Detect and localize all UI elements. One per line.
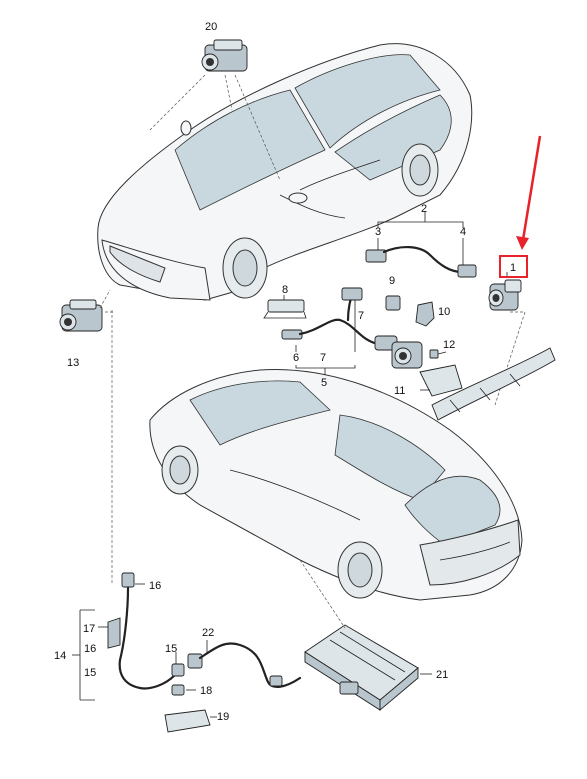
label-13: 13	[67, 357, 79, 369]
label-7-upper: 7	[358, 310, 364, 322]
label-19: 19	[217, 711, 229, 723]
part-15-connector	[171, 652, 185, 677]
label-2: 2	[421, 203, 427, 215]
part-1-highlight-box	[499, 255, 528, 278]
label-10: 10	[438, 306, 450, 318]
part-5-cable-assembly	[263, 287, 398, 375]
label-9: 9	[389, 275, 395, 287]
part-9-clip	[385, 295, 401, 311]
part-12-screw	[429, 349, 447, 359]
red-arrowhead-icon	[516, 236, 529, 250]
part-10-clip	[415, 301, 435, 327]
label-14: 14	[54, 650, 66, 662]
part-11-bracket-with-camera	[391, 341, 463, 397]
label-7-lower: 7	[320, 352, 326, 364]
label-12: 12	[443, 339, 455, 351]
label-3: 3	[375, 226, 381, 238]
label-8: 8	[282, 284, 288, 296]
part-17-bracket	[98, 617, 121, 649]
part-16-connector	[111, 310, 177, 690]
label-15-lower: 15	[84, 667, 96, 679]
label-4: 4	[460, 226, 466, 238]
label-1: 1	[510, 262, 516, 274]
part-18-clip	[171, 684, 196, 696]
part-19-holder	[164, 709, 217, 733]
part-14-bracket-lines	[72, 609, 95, 701]
car-front-view	[97, 43, 473, 301]
label-5: 5	[321, 377, 327, 389]
label-6: 6	[293, 352, 299, 364]
part-13-camera	[59, 289, 115, 332]
label-16-upper: 16	[149, 580, 161, 592]
car-rear-view	[149, 368, 523, 601]
label-17: 17	[83, 623, 95, 635]
part-22-cable	[187, 640, 302, 688]
label-22: 22	[202, 627, 214, 639]
label-18: 18	[200, 685, 212, 697]
label-20: 20	[205, 21, 217, 33]
label-11: 11	[394, 385, 405, 397]
red-arrow-icon	[521, 135, 542, 241]
part-1-rear-camera	[488, 135, 542, 406]
label-21: 21	[436, 669, 448, 681]
label-16-lower: 16	[84, 643, 96, 655]
part-21-control-module	[299, 559, 432, 711]
part-2-cable-assembly	[365, 212, 477, 278]
part-20-camera	[149, 39, 281, 181]
label-15-upper: 15	[165, 643, 177, 655]
rear-trim-rail	[431, 347, 556, 421]
